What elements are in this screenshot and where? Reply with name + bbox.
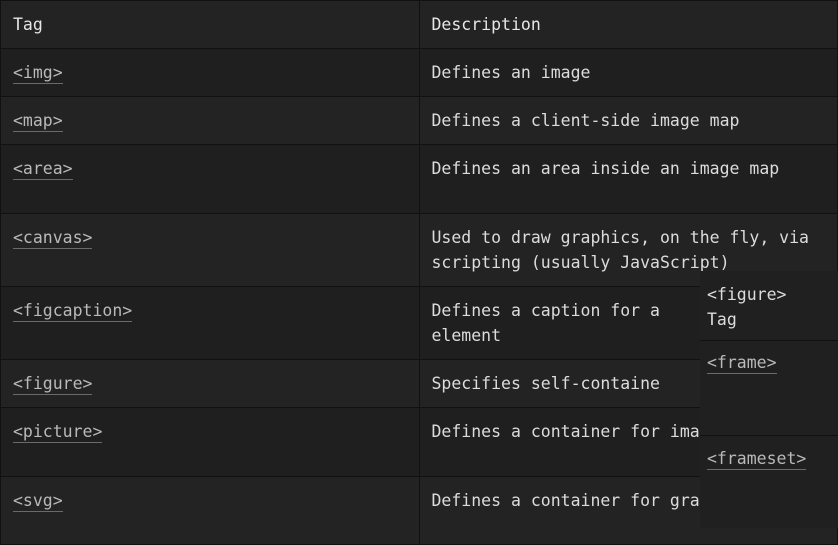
tag-cell: <img> xyxy=(0,48,420,97)
tag-cell: <map> xyxy=(0,96,420,145)
tag-link-frameset[interactable]: <frameset> xyxy=(707,449,807,470)
tag-link-figcaption[interactable]: <figcaption> xyxy=(13,301,133,322)
overlay-frame-cell: <frame> xyxy=(700,350,838,375)
tag-cell: <picture> xyxy=(0,407,420,477)
tag-link-map[interactable]: <map> xyxy=(13,111,63,132)
overlay-frameset-cell: <frameset> xyxy=(700,446,838,471)
tag-link-figure[interactable]: <figure> xyxy=(13,374,93,395)
divider xyxy=(700,340,838,341)
overlay-figure-text: <figure> xyxy=(707,285,787,304)
header-tag: Tag xyxy=(0,0,420,49)
description-text-line2: element xyxy=(431,326,502,345)
overlay-tag-text: Tag xyxy=(707,310,737,329)
table-row: <img> Defines an image xyxy=(0,48,838,97)
tag-cell: <svg> xyxy=(0,476,420,545)
tag-cell: <figcaption> xyxy=(0,286,420,360)
tag-link-frame[interactable]: <frame> xyxy=(707,353,777,374)
table-row: <area> Defines an area inside an image m… xyxy=(0,144,838,214)
tag-cell: <area> xyxy=(0,144,420,214)
tag-link-svg[interactable]: <svg> xyxy=(13,491,63,512)
tag-link-img[interactable]: <img> xyxy=(13,63,63,84)
tag-cell: <canvas> xyxy=(0,213,420,287)
divider xyxy=(700,435,838,436)
table-row: <map> Defines a client-side image map xyxy=(0,96,838,145)
tag-link-picture[interactable]: <picture> xyxy=(13,422,103,443)
header-description: Description xyxy=(418,0,838,49)
description-cell: Defines an area inside an image map xyxy=(418,144,838,214)
description-cell: Defines a client-side image map xyxy=(418,96,838,145)
overlapping-table-fragment: <figure> Tag <frame> <frameset> xyxy=(700,271,838,528)
table-header-row: Tag Description xyxy=(0,0,838,49)
description-cell: Defines an image xyxy=(418,48,838,97)
description-text: Defines a caption for a xyxy=(431,301,660,320)
tag-cell: <figure> xyxy=(0,359,420,408)
tag-link-canvas[interactable]: <canvas> xyxy=(13,228,93,249)
tag-link-area[interactable]: <area> xyxy=(13,159,73,180)
